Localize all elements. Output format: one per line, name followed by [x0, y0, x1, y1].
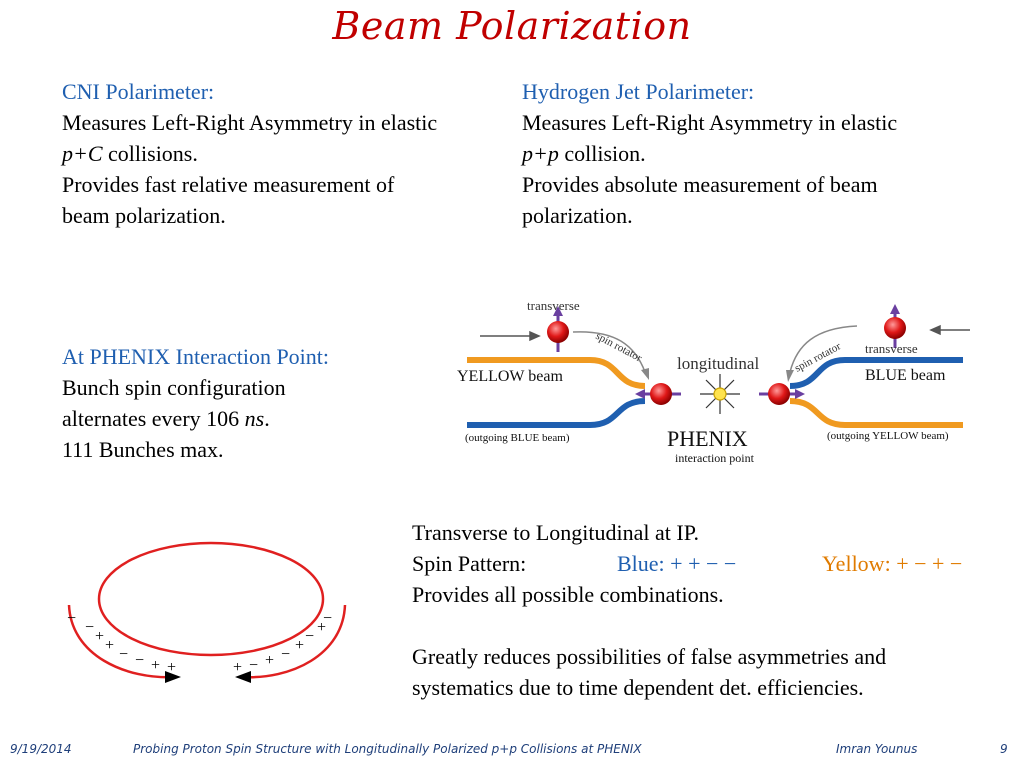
spin-line4: Greatly reduces possibilities of false a…	[412, 644, 887, 669]
spin-line3: Provides all possible combinations.	[412, 582, 724, 607]
cni-block: CNI Polarimeter: Measures Left-Right Asy…	[62, 76, 502, 231]
interaction-point-diagram: transverse transverse spin rotator spin …	[457, 298, 970, 465]
cni-line3: Provides fast relative measurement of	[62, 172, 395, 197]
left-sign-6: +	[151, 657, 160, 674]
inner-ring	[97, 541, 325, 657]
left-sign-7: +	[167, 659, 176, 676]
phenix-line2-post: .	[264, 406, 270, 431]
phenix-line3: 111 Bunches max.	[62, 437, 224, 462]
footer-talk-title: Probing Proton Spin Structure with Longi…	[133, 742, 642, 756]
spin-blue-pattern: + + − −	[670, 551, 737, 576]
hjet-line4: polarization.	[522, 203, 633, 228]
hjet-line2-rest: collision.	[558, 141, 646, 166]
phenix-line2: alternates every 106 ns.	[62, 403, 402, 434]
spin-line5: systematics due to time dependent det. e…	[412, 675, 864, 700]
right-arrow	[929, 324, 970, 336]
label-longitudinal: longitudinal	[677, 354, 759, 373]
spin-yellow: Yellow: + − + −	[822, 548, 962, 579]
left-direction-arrow	[165, 671, 181, 683]
label-outgoing-blue: (outgoing BLUE beam)	[465, 432, 570, 444]
label-yellow-beam: YELLOW beam	[457, 368, 563, 385]
label-transverse-left: transverse	[527, 298, 580, 313]
cni-line2-rest: collisions.	[102, 141, 198, 166]
right-sign-3: +	[295, 637, 304, 654]
right-sign-0: −	[323, 610, 332, 627]
left-sign-4: −	[119, 646, 128, 663]
label-interaction-point: interaction point	[675, 451, 755, 465]
phenix-line2-pre: alternates every 106	[62, 406, 245, 431]
left-sign-3: +	[105, 637, 114, 654]
right-sign-1: +	[317, 619, 326, 636]
right-sign-7: +	[233, 659, 242, 676]
right-sign-6: −	[249, 657, 258, 674]
spin-blue-label: Blue:	[617, 551, 671, 576]
hjet-line3: Provides absolute measurement of beam	[522, 172, 878, 197]
cni-line2: p+C collisions.	[62, 138, 502, 169]
spin-block: Transverse to Longitudinal at IP. Spin P…	[412, 517, 1012, 703]
footer-date: 9/19/2014	[10, 742, 72, 756]
spin-rotator-right-arrow	[789, 325, 858, 373]
footer-author: Imran Younus	[836, 742, 918, 756]
hjet-line2: p+p collision.	[522, 138, 972, 169]
spin-yellow-label: Yellow:	[822, 551, 897, 576]
left-sign-0: −	[67, 610, 76, 627]
cni-line4: beam polarization.	[62, 203, 226, 228]
right-direction-arrow	[235, 671, 251, 683]
right-bunch-signs: −+−+−+−+	[233, 610, 332, 676]
spin-rotator-left-arrow	[572, 331, 646, 373]
footer-page-number: 9	[1000, 742, 1008, 756]
cni-heading: CNI Polarimeter:	[62, 79, 215, 104]
hjet-reaction: p+p	[522, 141, 559, 166]
cni-line1: Measures Left-Right Asymmetry in elastic	[62, 110, 438, 135]
proton-transverse-right	[884, 304, 906, 348]
left-sign-2: +	[95, 628, 104, 645]
hjet-line1: Measures Left-Right Asymmetry in elastic	[522, 110, 898, 135]
spin-line1: Transverse to Longitudinal at IP.	[412, 520, 699, 545]
slide-title: Beam Polarization	[332, 4, 692, 48]
label-outgoing-yellow: (outgoing YELLOW beam)	[827, 430, 949, 442]
label-transverse-right: transverse	[865, 341, 918, 356]
collision-star-icon	[700, 374, 740, 414]
phenix-heading: At PHENIX Interaction Point:	[62, 344, 330, 369]
spin-pattern-line: Spin Pattern: Blue: + + − − Yellow: + − …	[412, 548, 1012, 579]
left-arrow	[480, 330, 541, 342]
label-blue-beam: BLUE beam	[865, 367, 946, 384]
left-bunch-signs: −−++−−++	[67, 610, 176, 676]
left-sign-1: −	[85, 619, 94, 636]
outgoing-blue-line	[467, 398, 646, 428]
right-sign-4: −	[281, 646, 290, 663]
hjet-heading: Hydrogen Jet Polarimeter:	[522, 79, 755, 104]
phenix-line1: Bunch spin configuration	[62, 375, 286, 400]
proton-longitudinal-left	[635, 383, 681, 405]
outer-ring-arc-right	[240, 604, 347, 679]
proton-longitudinal-right	[759, 383, 805, 405]
outer-ring-arc-left	[67, 604, 178, 679]
right-sign-5: +	[265, 652, 274, 669]
spin-yellow-pattern: + − + −	[896, 551, 963, 576]
yellow-beam-line	[467, 357, 646, 389]
spin-blue: Blue: + + − −	[617, 548, 736, 579]
phenix-block: At PHENIX Interaction Point: Bunch spin …	[62, 341, 402, 465]
proton-transverse-left	[547, 306, 569, 352]
label-phenix: PHENIX	[667, 426, 748, 451]
phenix-unit: ns	[244, 406, 265, 431]
hjet-block: Hydrogen Jet Polarimeter: Measures Left-…	[522, 76, 972, 231]
outgoing-yellow-line	[789, 398, 963, 428]
right-sign-2: −	[305, 628, 314, 645]
left-sign-5: −	[135, 652, 144, 669]
blue-beam-line	[789, 357, 963, 389]
spin-pattern-label: Spin Pattern:	[412, 551, 527, 576]
ring-diagram: −−++−−++ −+−+−+−+	[67, 541, 347, 683]
cni-reaction: p+C	[62, 141, 103, 166]
